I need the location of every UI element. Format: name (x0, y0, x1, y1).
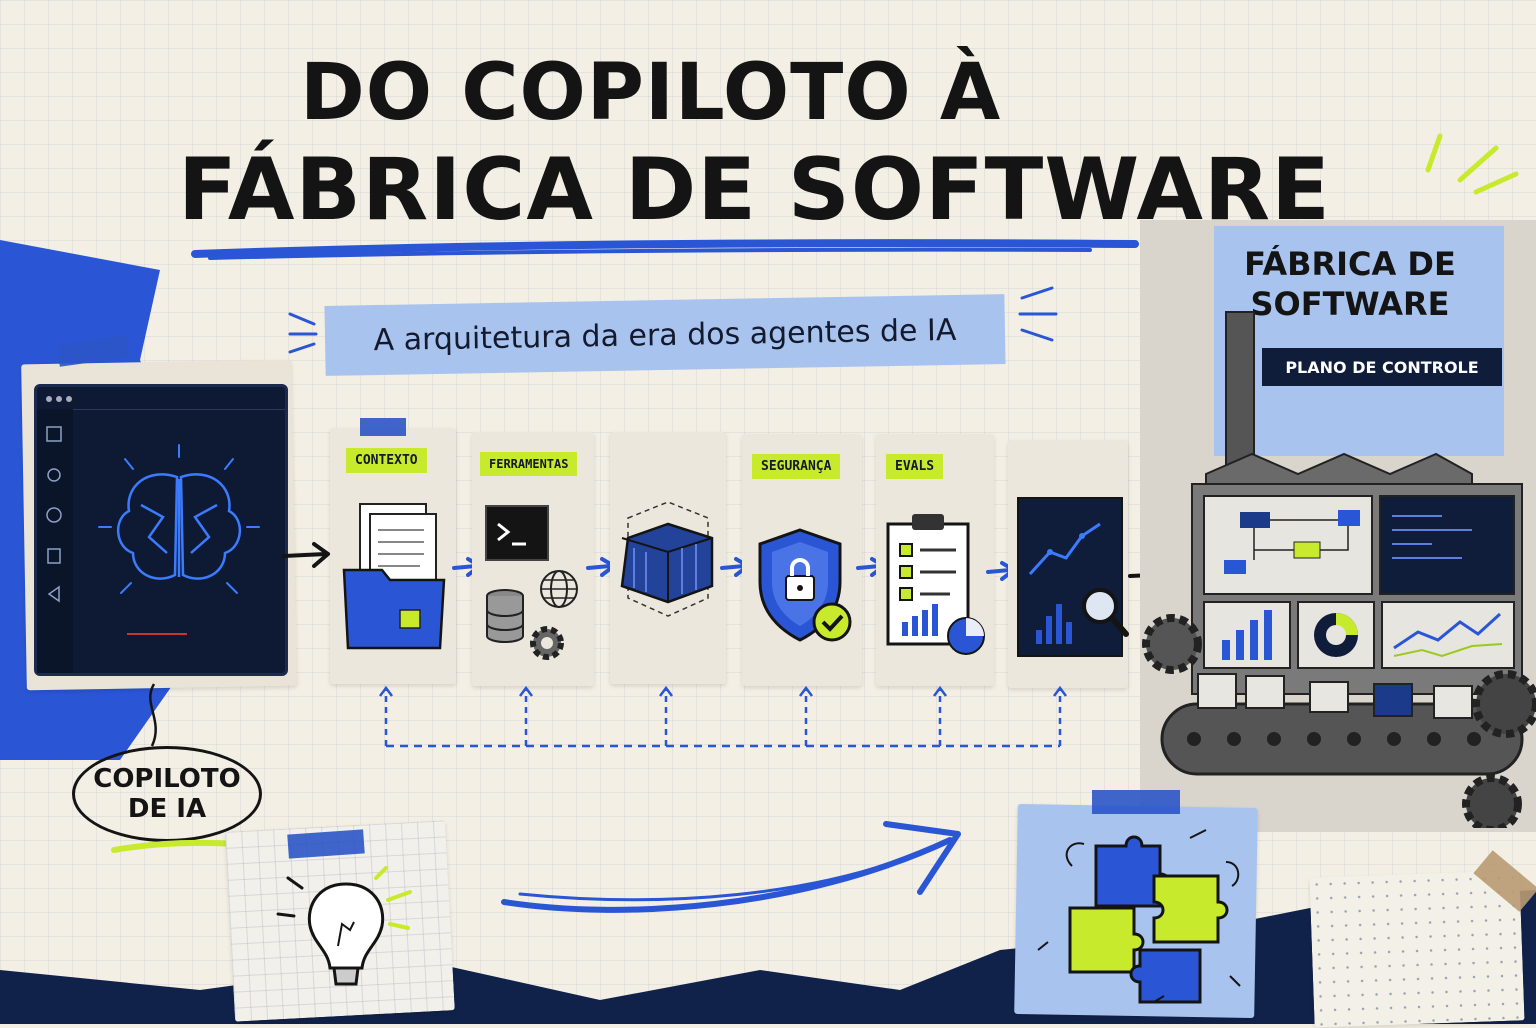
puzzle-icon (1037, 829, 1241, 1004)
container-icon (620, 501, 714, 617)
copilot-bubble-underline (111, 839, 239, 853)
title-line-2: FÁBRICA DE SOFTWARE (178, 140, 1331, 240)
brain-icon (116, 473, 242, 580)
stage-label-contexto: CONTEXTO (346, 448, 427, 473)
stage-tape-contexto (360, 418, 406, 436)
clipboard-icon (886, 514, 985, 655)
stage-label-ferramentas: FERRAMENTAS (480, 452, 578, 476)
title-underline (191, 239, 1139, 260)
subtitle-accent-right (1018, 286, 1058, 342)
stage-label-evals: EVALS (886, 454, 944, 479)
factory-title-line-1: FÁBRICA DE (1244, 245, 1456, 283)
subtitle-accent-left (288, 312, 318, 354)
subtitle: A arquitetura da era dos agentes de IA (373, 312, 957, 358)
folder-icon (342, 503, 446, 650)
copilot-ide-graphic (37, 396, 285, 673)
lightbulb-icon (276, 866, 412, 986)
factory-illustration (1142, 311, 1536, 828)
factory-title: FÁBRICA DE SOFTWARE (1225, 244, 1475, 324)
factory-title-line-2: SOFTWARE (1250, 285, 1450, 323)
copilot-bubble: COPILOTO DE IA (72, 746, 262, 842)
copilot-bubble-line-1: COPILOTO (93, 764, 241, 794)
copilot-ide-window (34, 384, 288, 676)
arrow-copilot-to-pipeline (282, 542, 332, 568)
growth-arrow (501, 821, 961, 913)
puzzle-tape (1092, 790, 1180, 814)
feedback-loop (379, 685, 1067, 748)
factory-sparkle (1425, 133, 1519, 195)
copilot-connector (149, 683, 157, 747)
terminal-icon (485, 505, 549, 561)
dotted-note (1309, 870, 1525, 1028)
factory-tag: PLANO DE CONTROLE (1262, 348, 1502, 386)
shield-icon (758, 528, 852, 642)
factory-title-backdrop (1214, 226, 1504, 456)
database-icon (486, 589, 524, 643)
subtitle-banner: A arquitetura da era dos agentes de IA (324, 294, 1006, 376)
dashboard-icon (1017, 497, 1129, 657)
gear-icon (530, 626, 564, 660)
stage-label-seguranca: SEGURANÇA (752, 454, 841, 479)
copilot-bubble-line-2: DE IA (127, 794, 207, 824)
globe-icon (540, 570, 578, 608)
title-line-1: DO COPILOTO À (300, 48, 1002, 138)
